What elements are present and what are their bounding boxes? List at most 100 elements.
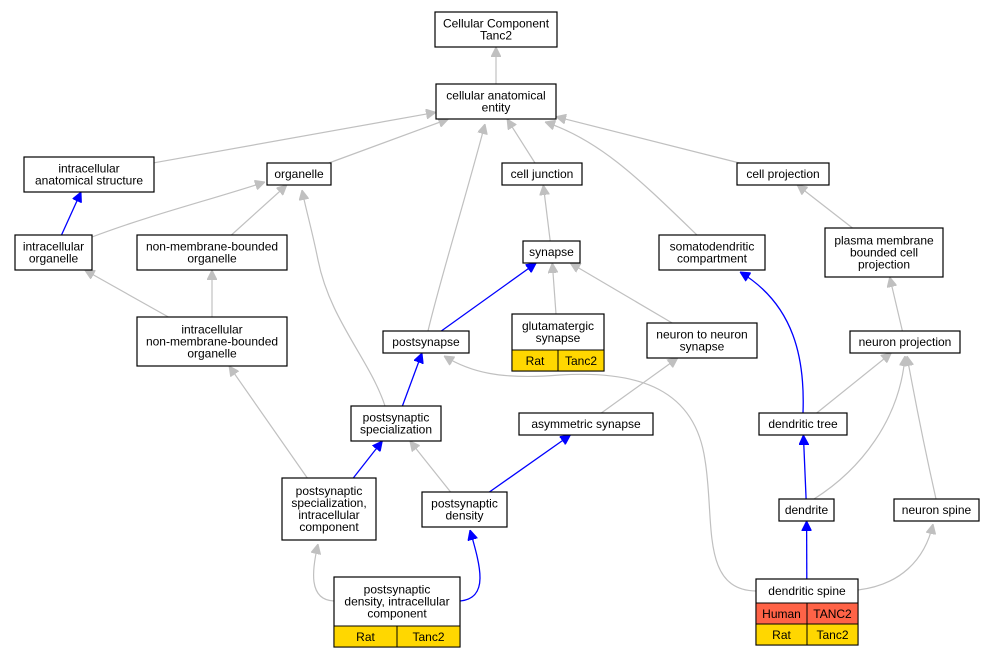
node-label-line: postsynaptic	[431, 497, 498, 511]
node-label-line: synapse	[529, 245, 574, 259]
node-label-line: plasma membrane	[834, 234, 934, 248]
edge-neuron-to-neuron-synapse-to-synapse	[570, 263, 673, 324]
node-asymmetric-synapse[interactable]: asymmetric synapse	[518, 412, 654, 436]
node-label-line: synapse	[680, 340, 725, 354]
gene-label: Tanc2	[412, 630, 444, 644]
node-synapse[interactable]: synapse	[522, 240, 581, 264]
node-label-line: organelle	[29, 252, 79, 266]
edges-layer	[60, 47, 937, 602]
edge-intracellular-organelle-to-intracellular-anatomical-structure	[60, 192, 82, 236]
node-label-line: intracellular	[23, 240, 84, 254]
node-label-line: asymmetric synapse	[531, 417, 641, 431]
gene-cell	[396, 625, 461, 648]
node-box	[893, 498, 980, 522]
gene-cell	[806, 623, 859, 646]
node-box	[421, 491, 508, 528]
node-box	[136, 234, 288, 271]
node-label-line: postsynapse	[392, 335, 460, 349]
edge-postsynaptic-specialization-to-postsynapse	[401, 353, 422, 407]
node-box	[758, 412, 848, 436]
gene-cell	[557, 349, 605, 372]
node-box	[382, 330, 470, 354]
edge-postsynapse-to-cellular-anatomical-entity	[427, 124, 485, 332]
node-box	[736, 162, 830, 186]
node-box	[281, 477, 377, 541]
edge-dendrite-to-dendritic-tree	[803, 435, 806, 500]
node-label-line: cell junction	[511, 167, 574, 181]
edge-neuron-spine-to-neuron-projection	[907, 356, 937, 500]
edge-dendritic-tree-to-neuron-projection	[816, 353, 892, 414]
node-label-line: non-membrane-bounded	[146, 240, 278, 254]
edge-postsynaptic-specialization-intracellular-component-to-intracellular-non-membrane-bounded-organelle	[229, 366, 308, 479]
node-label-line: projection	[858, 258, 910, 272]
node-box	[658, 234, 766, 271]
node-label-line: cell projection	[746, 167, 819, 181]
node-organelle[interactable]: organelle	[266, 162, 332, 186]
node-cell-junction[interactable]: cell junction	[501, 162, 583, 186]
gene-label: Tanc2	[565, 354, 597, 368]
node-box	[646, 322, 758, 359]
edge-dendritic-tree-to-somatodendritic-compartment	[740, 272, 804, 414]
node-label-line: organelle	[274, 167, 324, 181]
node-label-line: dendritic tree	[768, 417, 838, 431]
node-neuron-projection[interactable]: neuron projection	[849, 330, 961, 354]
node-box	[778, 498, 835, 522]
node-label-line: specialization	[360, 423, 432, 437]
edge-organelle-to-cellular-anatomical-entity	[328, 119, 449, 164]
edge-dendrite-to-neuron-projection	[813, 356, 905, 500]
node-dendritic-tree[interactable]: dendritic tree	[758, 412, 848, 436]
node-box	[350, 405, 442, 442]
node-label-line: density	[445, 509, 483, 523]
edge-asymmetric-synapse-to-neuron-to-neuron-synapse	[600, 358, 677, 414]
edge-somatodendritic-compartment-to-cellular-anatomical-entity	[545, 122, 698, 236]
node-dendrite[interactable]: dendrite	[778, 498, 835, 522]
node-neuron-spine[interactable]: neuron spine	[893, 498, 980, 522]
node-label-line: postsynaptic	[364, 583, 431, 597]
node-label-line: somatodendritic	[670, 240, 755, 254]
edge-postsynaptic-specialization-intracellular-component-to-postsynaptic-specialization	[352, 441, 382, 479]
node-box	[136, 316, 288, 367]
node-postsynapse[interactable]: postsynapse	[382, 330, 470, 354]
edge-neuron-projection-to-plasma-membrane-bounded-cell-projection	[890, 277, 903, 332]
edge-postsynaptic-density-to-postsynaptic-specialization	[410, 441, 452, 493]
edge-postsynaptic-density-intracellular-component-to-postsynaptic-specialization-intracellular-component	[314, 544, 335, 602]
node-label-line: entity	[482, 101, 511, 115]
node-cell-projection[interactable]: cell projection	[736, 162, 830, 186]
node-intracellular-non-membrane-bounded-organelle[interactable]: intracellularnon-membrane-boundedorganel…	[136, 316, 288, 367]
node-label-line: intracellular	[181, 323, 242, 337]
node-label-line: dendrite	[785, 503, 829, 517]
gene-label: TANC2	[813, 607, 852, 621]
species-label: Rat	[772, 628, 791, 642]
node-box	[434, 11, 558, 48]
node-label-line: Tanc2	[480, 29, 512, 43]
node-box	[14, 234, 93, 271]
node-label-line: organelle	[187, 252, 237, 266]
node-box	[23, 156, 155, 193]
node-label-line: component	[299, 520, 359, 534]
node-box	[435, 83, 557, 120]
node-label-line: bounded cell	[850, 246, 918, 260]
node-label-line: compartment	[677, 252, 748, 266]
species-label: Rat	[526, 354, 545, 368]
node-box	[518, 412, 654, 436]
node-label-line: Cellular Component	[443, 17, 550, 31]
edge-dendritic-spine-to-neuron-spine	[857, 524, 933, 591]
edge-synapse-to-cell-junction	[543, 185, 551, 242]
node-label-line: anatomical structure	[35, 174, 143, 188]
node-postsynaptic-specialization-intracellular-component[interactable]: postsynapticspecialization,intracellular…	[281, 477, 377, 541]
node-label-line: cellular anatomical	[446, 89, 545, 103]
